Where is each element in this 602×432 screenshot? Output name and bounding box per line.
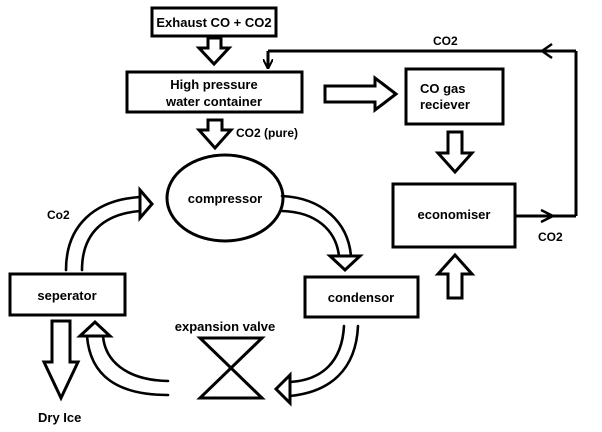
co-gas-receiver-box: CO gas reciever: [404, 67, 505, 126]
co-receiver-label-line1: CO gas: [420, 81, 466, 96]
arrow-compressor-to-condensor: [280, 194, 364, 273]
separator-label: seperator: [37, 288, 96, 303]
arrow-separator-to-dry-ice: [41, 319, 81, 402]
high-pressure-water-container-box: High pressure water container: [125, 70, 304, 114]
arrow-valve-to-separator: [76, 319, 170, 397]
co2-economiser-label: CO2: [538, 230, 563, 244]
exhaust-box: Exhaust CO + CO2: [150, 6, 278, 38]
co2-pure-label: CO2 (pure): [236, 126, 298, 140]
expansion-valve: expansion valve: [175, 319, 275, 400]
hp-label-line2: water container: [165, 94, 262, 109]
economiser-label: economiser: [418, 207, 491, 222]
arrow-separator-to-compressor: [64, 185, 154, 272]
co-receiver-label-line2: reciever: [420, 97, 470, 112]
arrow-container-to-compressor: [195, 118, 235, 151]
condensor-box: condensor: [303, 275, 420, 319]
arrow-exhaust-to-container: [195, 36, 233, 67]
expansion-valve-label: expansion valve: [175, 319, 275, 334]
condensor-label: condensor: [328, 290, 394, 305]
recycle-co2-line: [268, 42, 578, 224]
compressor-node: compressor: [165, 153, 285, 243]
economiser-box: economiser: [391, 182, 517, 249]
co2-recycle-label: CO2: [433, 34, 458, 48]
dry-ice-label: Dry Ice: [38, 410, 81, 425]
exhaust-label: Exhaust CO + CO2: [156, 15, 271, 30]
arrow-condensor-to-valve: [273, 324, 360, 407]
arrow-up-to-economiser: [434, 252, 476, 300]
separator-box: seperator: [8, 272, 127, 317]
hp-label-line1: High pressure: [170, 77, 257, 92]
arrow-container-to-co-receiver: [323, 74, 399, 114]
arrow-receiver-to-economiser: [434, 130, 476, 175]
compressor-label: compressor: [188, 191, 262, 206]
co2-separator-label: Co2: [47, 208, 70, 222]
